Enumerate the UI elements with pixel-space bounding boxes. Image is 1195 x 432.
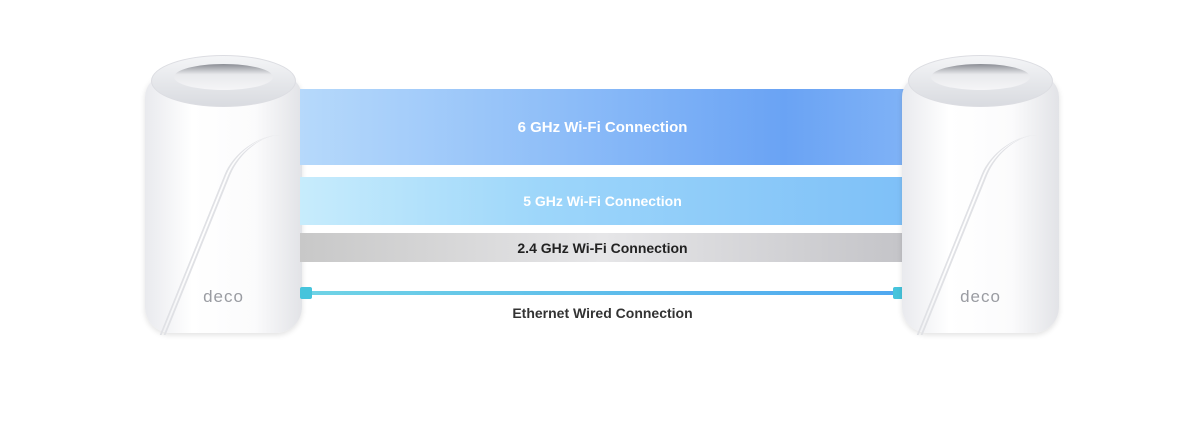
router-top — [908, 55, 1053, 107]
router-top — [151, 55, 296, 107]
band-2-4ghz-label: 2.4 GHz Wi-Fi Connection — [517, 239, 688, 256]
router-body: deco — [902, 75, 1064, 335]
deco-router-right: deco — [902, 55, 1064, 335]
ethernet-label: Ethernet Wired Connection — [512, 305, 693, 321]
band-6ghz: 6 GHz Wi-Fi Connection — [300, 89, 905, 165]
deco-logo: deco — [203, 287, 244, 306]
band-6ghz-label: 6 GHz Wi-Fi Connection — [517, 118, 688, 136]
deco-router-left: deco — [145, 55, 307, 335]
ethernet-cable — [300, 287, 905, 299]
band-5ghz: 5 GHz Wi-Fi Connection — [300, 177, 905, 225]
ethernet-plug-icon — [300, 287, 312, 299]
router-body: deco — [145, 75, 307, 335]
deco-logo: deco — [960, 287, 1001, 306]
band-2-4ghz: 2.4 GHz Wi-Fi Connection — [300, 233, 905, 262]
band-5ghz-label: 5 GHz Wi-Fi Connection — [523, 193, 682, 209]
